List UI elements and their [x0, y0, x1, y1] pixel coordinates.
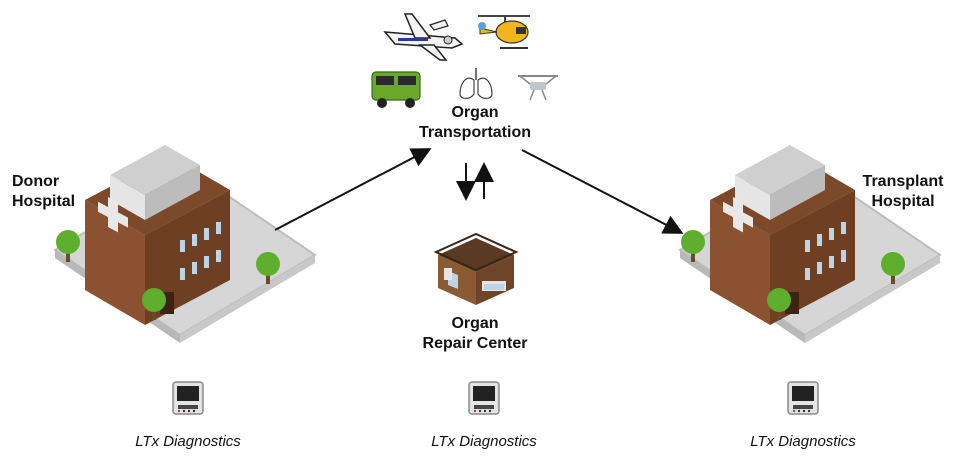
organ-repair-center-label: Organ Repair Center [395, 314, 555, 354]
transport-label-line1: Organ [451, 104, 499, 121]
transport-label-line2: Transportation [418, 124, 531, 141]
repair-label-line1: Organ [451, 315, 499, 332]
drone-icon [518, 75, 558, 101]
donor-label-line1: Donor [12, 173, 60, 190]
donor-hospital-label: Donor Hospital [12, 172, 112, 212]
helicopter-icon [478, 15, 530, 49]
repair-label-line2: Repair Center [422, 335, 528, 352]
arrow-transport-to-transplant [521, 149, 684, 234]
transplant-label-line2: Hospital [871, 193, 935, 210]
airplane-icon [383, 13, 464, 61]
monitor-icon [787, 381, 819, 415]
arrow-donor-to-transport [274, 148, 432, 231]
repair-center-building [433, 232, 519, 305]
donor-diagnostics-label: LTx Diagnostics [135, 433, 241, 450]
transplant-diagnostics-label: LTx Diagnostics [750, 433, 856, 450]
monitor-icon [468, 381, 500, 415]
transplant-label-line1: Transplant [862, 173, 944, 190]
lungs-icon [459, 68, 493, 100]
monitor-icon [172, 381, 204, 415]
donor-label-line2: Hospital [12, 193, 76, 210]
repair-diagnostics-label: LTx Diagnostics [431, 433, 537, 450]
transplant-hospital-label: Transplant Hospital [848, 172, 958, 212]
organ-transportation-label: Organ Transportation [395, 103, 555, 143]
van-icon [371, 71, 421, 108]
